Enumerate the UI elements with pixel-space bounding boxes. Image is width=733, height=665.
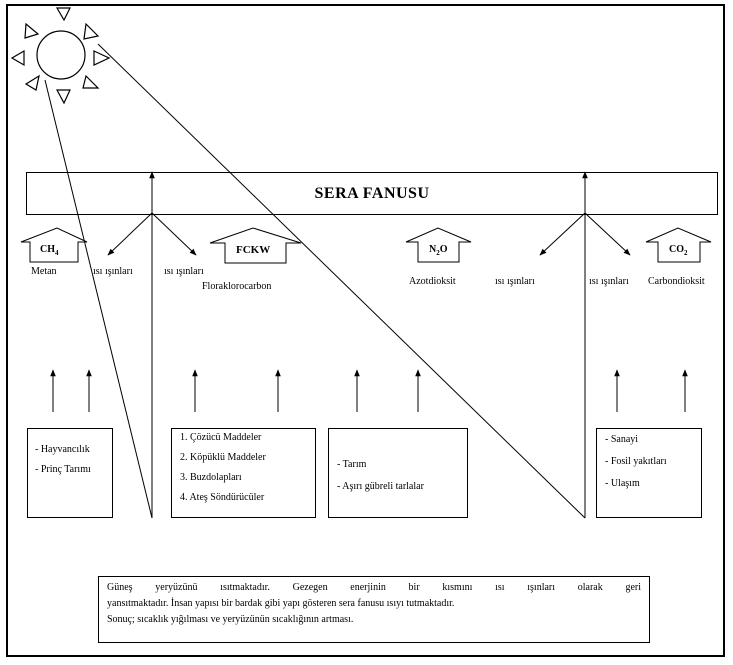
source-item: - Aşırı gübreli tarlalar	[337, 481, 424, 492]
source-item: - Tarım	[337, 459, 367, 470]
gas-fckw-label: Floraklorocarbon	[202, 281, 272, 292]
gas-arrow-shapes	[20, 227, 712, 264]
source-item: 3. Buzdolapları	[180, 472, 242, 483]
sun-icon	[10, 7, 111, 105]
ray-label-left-a: ısı ışınları	[93, 266, 133, 277]
source-arrows	[50, 369, 688, 412]
source-item: - Fosil yakıtları	[605, 456, 667, 467]
source-item: - Prinç Tarımı	[35, 464, 91, 475]
gas-co2-label: Carbondioksit	[648, 276, 705, 287]
greenhouse-banner: SERA FANUSU	[26, 172, 718, 215]
source-item: 4. Ateş Söndürücüler	[180, 492, 265, 503]
gas-co2-formula: CO2	[669, 244, 688, 257]
sun-rays	[44, 43, 586, 519]
source-item: - Hayvancılık	[35, 444, 90, 455]
source-item: - Sanayi	[605, 434, 639, 445]
source-item: 1. Çözücü Maddeler	[180, 432, 262, 443]
source-item: 2. Köpüklü Maddeler	[180, 452, 266, 463]
gas-n2o-formula: N2O	[429, 244, 448, 257]
ray-label-right-a: ısı ışınları	[495, 276, 535, 287]
banner-title: SERA FANUSU	[314, 184, 430, 202]
diagram-frame	[6, 4, 725, 657]
source-box-agriculture: - Hayvancılık - Prinç Tarımı	[27, 428, 113, 518]
gas-n2o-label: Azotdioksit	[409, 276, 456, 287]
source-box-chemicals: 1. Çözücü Maddeler 2. Köpüklü Maddeler 3…	[171, 428, 316, 518]
note-line: Güneş yeryüzünü ısıtmaktadır. Gezegen en…	[107, 582, 641, 593]
reflected-rays-left	[107, 171, 197, 518]
explanation-note: Güneş yeryüzünü ısıtmaktadır. Gezegen en…	[98, 576, 650, 643]
source-box-industry: - Sanayi - Fosil yakıtları - Ulaşım	[596, 428, 702, 518]
gas-ch4-formula: CH4	[40, 244, 59, 257]
ray-label-left-b: ısı ışınları	[164, 266, 204, 277]
reflected-rays-right	[539, 171, 631, 518]
gas-fckw-formula: FCKW	[236, 244, 271, 256]
gas-ch4-label: Metan	[31, 266, 57, 277]
source-box-farming: - Tarım - Aşırı gübreli tarlalar	[328, 428, 468, 518]
ray-label-right-b: ısı ışınları	[589, 276, 629, 287]
note-line: Sonuç; sıcaklık yığılması ve yeryüzünün …	[107, 614, 354, 625]
source-item: - Ulaşım	[605, 478, 640, 489]
note-line: yansıtmaktadır. İnsan yapısı bir bardak …	[107, 598, 455, 609]
